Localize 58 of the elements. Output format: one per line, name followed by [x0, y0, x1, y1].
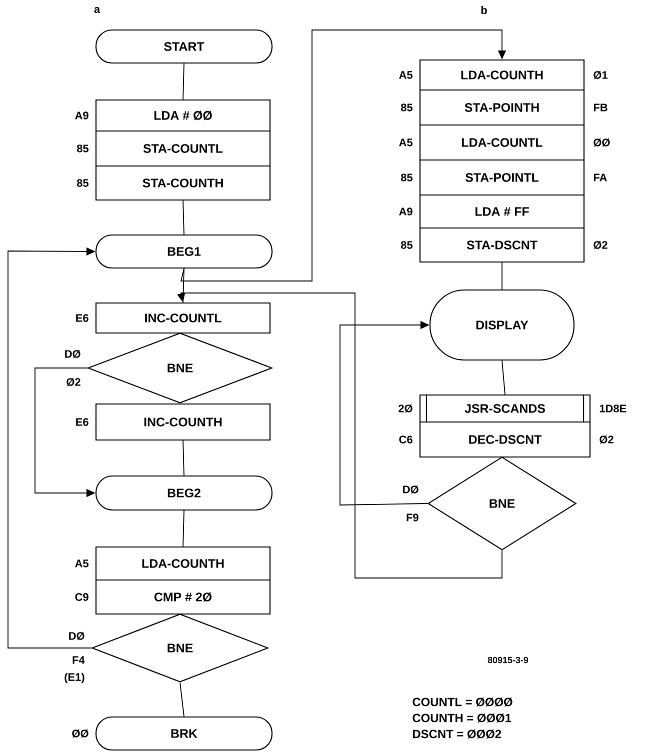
process-box: DEC-DSCNT: [419, 421, 591, 458]
panel-letter: b: [481, 6, 487, 14]
code-label: 85: [76, 144, 88, 152]
subroutine-box: JSR-SCANDS: [419, 394, 591, 423]
code-label: A9: [75, 112, 88, 120]
code-label: F4: [72, 656, 85, 664]
variable-note: COUNTL = ØØØØ: [412, 698, 512, 706]
terminal-box: BEG2: [95, 475, 273, 511]
code-label: 85: [400, 174, 412, 182]
code-label: DØ: [65, 350, 80, 358]
code-label: A5: [399, 138, 412, 146]
code-label: 1D8E: [600, 404, 626, 412]
process-box: INC-COUNTH: [95, 403, 271, 441]
panel-letter: a: [94, 7, 100, 13]
code-label: FA: [594, 174, 607, 182]
connector-arrow: [177, 292, 502, 578]
code-label: A5: [75, 560, 88, 568]
process-box: INC-COUNTL: [95, 302, 271, 334]
process-box: STA-DSCNT: [419, 227, 585, 263]
code-label: A9: [399, 208, 412, 216]
code-label: 85: [400, 104, 412, 112]
variable-note: DSCNT = ØØØ2: [413, 730, 502, 738]
code-label: Ø2: [600, 435, 614, 444]
process-box: LDA-COUNTH: [95, 546, 271, 581]
terminal-box: BEG1: [95, 234, 273, 269]
code-label: A5: [399, 71, 412, 79]
process-box: STA-POINTL: [419, 159, 585, 196]
code-label: 85: [400, 241, 412, 249]
code-label: F9: [406, 514, 418, 522]
code-label: 85: [76, 179, 88, 187]
terminal-box: BRK: [95, 716, 273, 751]
code-label: Ø2: [66, 378, 80, 386]
code-label: ØØ: [72, 729, 88, 738]
code-label: DØ: [403, 485, 418, 494]
process-box: STA-COUNTH: [95, 165, 271, 201]
code-label: C9: [75, 593, 88, 601]
code-label: FB: [594, 104, 608, 112]
code-label: (E1): [64, 672, 84, 684]
code-label: Ø1: [594, 70, 608, 80]
code-label: ØØ: [594, 138, 610, 147]
process-box: STA-COUNTL: [95, 130, 271, 167]
figure-number: 80915-3-9: [488, 656, 528, 664]
process-box: CMP # 2Ø: [95, 579, 271, 615]
process-box: LDA-COUNTH: [419, 59, 585, 91]
terminal-box: DISPLAY: [429, 289, 575, 361]
code-label: E6: [76, 418, 88, 426]
terminal-box: START: [95, 29, 273, 64]
connector-arrow: [180, 30, 506, 282]
process-box: LDA # FF: [419, 194, 585, 229]
process-box: LDA-COUNTL: [419, 124, 585, 161]
process-box: STA-POINTH: [419, 89, 585, 126]
code-label: C6: [399, 436, 412, 444]
code-label: 2Ø: [398, 404, 412, 413]
variable-note: COUNTH = ØØØ1: [412, 714, 512, 722]
process-box: LDA # ØØ: [95, 99, 271, 132]
code-label: DØ: [69, 632, 84, 640]
code-label: Ø2: [594, 240, 608, 250]
code-label: E6: [76, 314, 88, 322]
